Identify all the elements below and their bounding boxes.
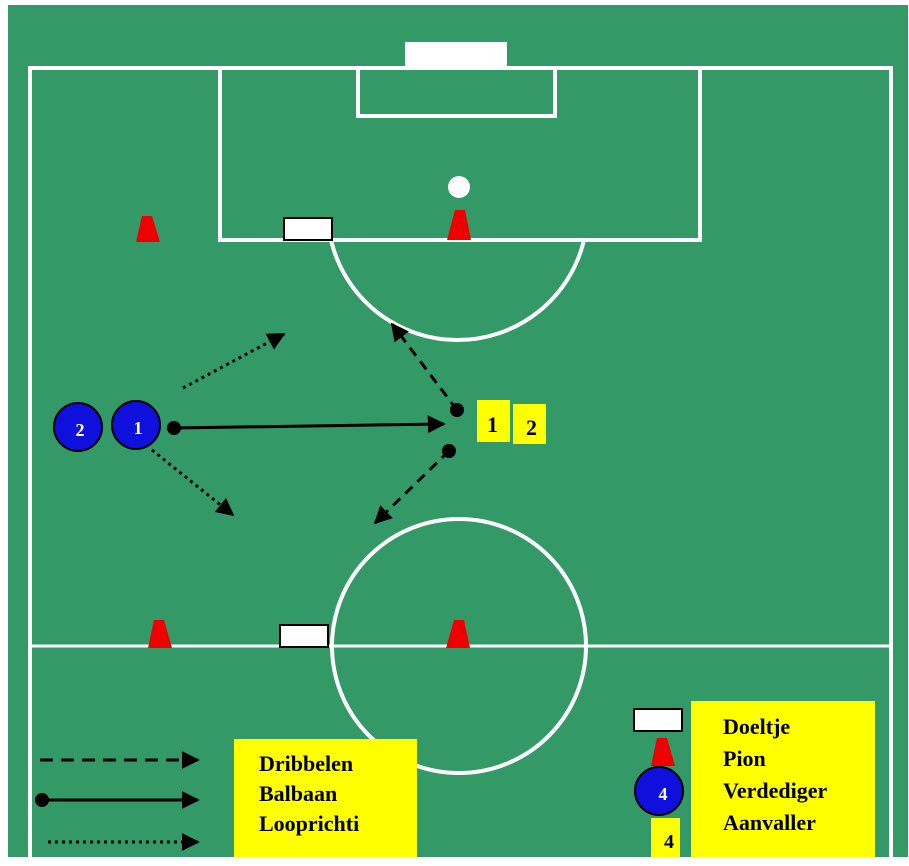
legend-pass-label: Balbaan [259, 781, 338, 806]
legend-cone-label: Pion [723, 746, 766, 771]
dribble-arrow-up [390, 322, 459, 411]
legend-defender-number: 4 [659, 784, 668, 804]
small-goal-icon [283, 217, 333, 241]
defender-2-number: 2 [76, 420, 85, 440]
defender-1: 1 [111, 400, 161, 450]
pass-arrow [173, 415, 446, 434]
penalty-arc [329, 239, 586, 342]
legend-goal-label: Doeltje [723, 714, 791, 739]
cone-icon [447, 210, 471, 240]
run-arrow-up [182, 332, 286, 390]
run-arrow-down [151, 448, 235, 517]
legend-attacker-label: Aanvaller [723, 810, 816, 835]
goal [405, 42, 507, 68]
defender-1-number: 1 [134, 418, 143, 438]
small-goal-icon [279, 624, 329, 648]
attacker-2: 2 [513, 404, 546, 444]
legend-cone-icon [651, 738, 675, 766]
attacker-1: 1 [477, 400, 510, 442]
legend-run-label: Looprichti [259, 811, 360, 836]
center-circle [330, 517, 588, 775]
legend-defender-label: Verdediger [723, 778, 828, 803]
cone-icon [148, 620, 172, 648]
goal-area [356, 68, 557, 118]
legend-attacker-icon: 4 [651, 818, 680, 857]
dribble-arrow-down [373, 449, 451, 525]
legend-dribble-label: Dribbelen [259, 751, 354, 776]
legend-right: Doeltje Pion Verdediger Aanvaller [691, 701, 875, 857]
defender-2: 2 [53, 402, 103, 452]
legend-left: Dribbelen Balbaan Looprichti [234, 739, 417, 857]
legend-defender-icon: 4 [634, 766, 684, 816]
legend-small-goal-icon [633, 708, 683, 732]
cone-icon [136, 216, 160, 242]
penalty-spot [448, 176, 470, 198]
cone-icon [446, 620, 470, 648]
